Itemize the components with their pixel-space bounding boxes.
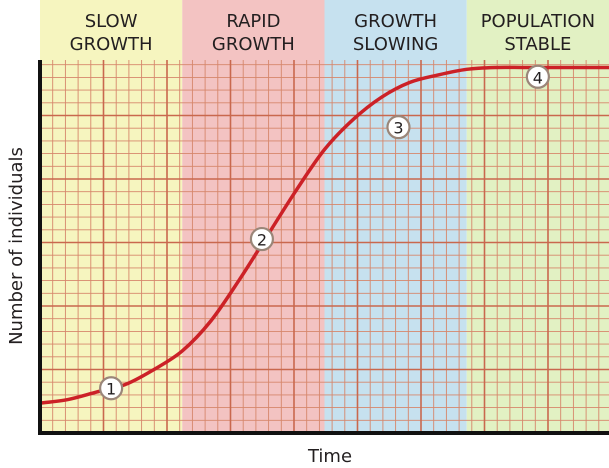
stage-marker-4: 4 [525, 64, 550, 89]
population-curve [38, 65, 609, 405]
stage-marker-circle [249, 226, 275, 252]
phase-label-4-line-2: STABLE [504, 34, 571, 55]
phase-band-2 [182, 0, 325, 433]
stage-marker-label: 3 [393, 119, 403, 138]
stage-marker-label: 4 [533, 68, 543, 87]
markers-layer: 1 2 3 4 [99, 64, 550, 401]
phase-label-2-line-2: GROWTH [212, 34, 295, 55]
grid-minor [39, 60, 609, 434]
stage-marker-1: 1 [99, 376, 124, 401]
x-axis-label: Time [307, 446, 352, 467]
curve-layer [38, 65, 609, 405]
stage-marker-circle [525, 64, 550, 89]
stage-marker-label: 2 [257, 231, 267, 250]
stage-marker-label: 1 [106, 380, 116, 399]
axes [38, 60, 609, 435]
phase-label-3-line-1: GROWTH [354, 11, 437, 32]
stage-marker-circle [99, 376, 124, 401]
stage-marker-2: 2 [249, 226, 275, 252]
phase-label-1-line-1: SLOW [85, 11, 138, 32]
phase-band-1 [40, 0, 183, 433]
phase-label-1-line-2: GROWTH [70, 34, 153, 55]
phase-label-2-line-1: RAPID [226, 11, 280, 32]
stage-marker-3: 3 [386, 115, 411, 140]
stage-marker-circle [386, 115, 411, 140]
phase-label-3-line-2: SLOWING [353, 34, 439, 55]
y-axis-label: Number of individuals [6, 147, 27, 345]
phase-headers: SLOWGROWTHRAPIDGROWTHGROWTHSLOWINGPOPULA… [70, 11, 595, 55]
phase-label-4-line-1: POPULATION [481, 11, 595, 32]
